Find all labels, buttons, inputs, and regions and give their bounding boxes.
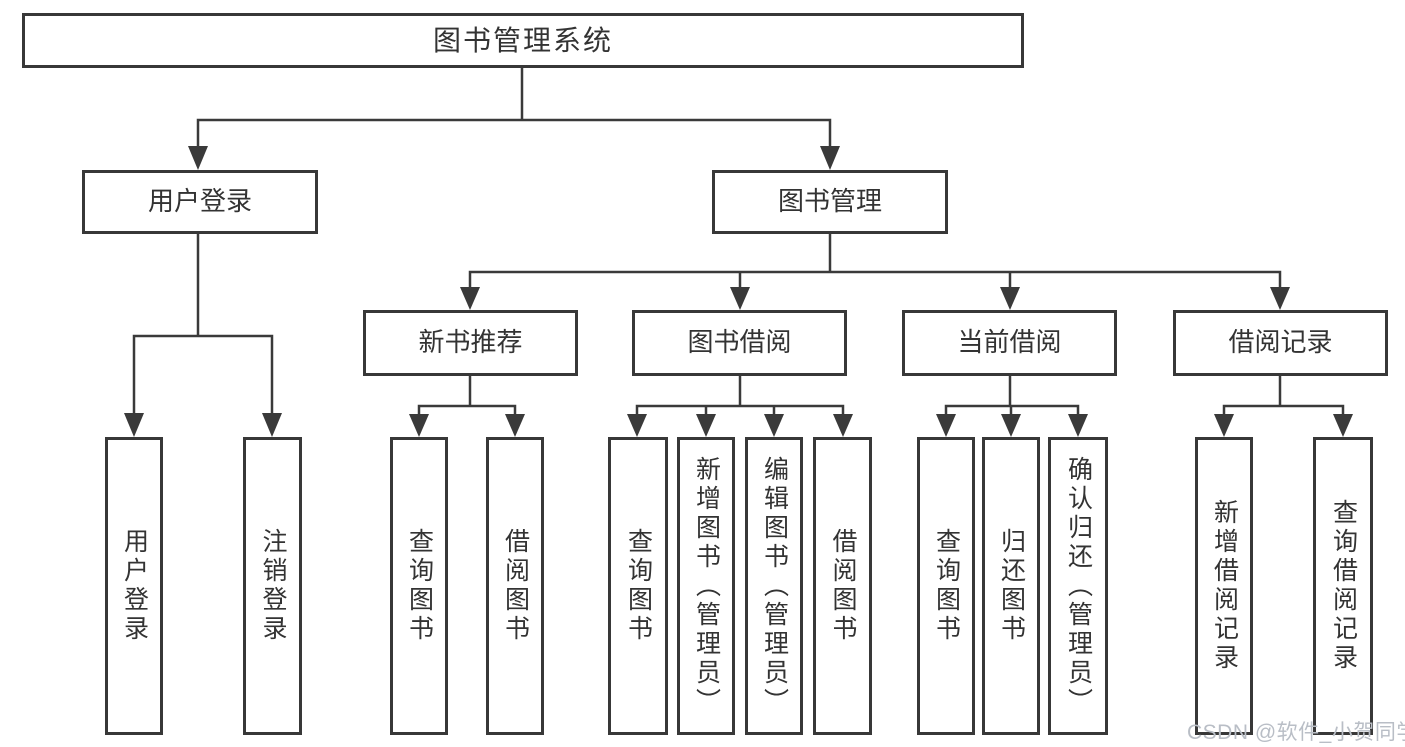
node-add-borrow-record: 新增借阅记录 — [1195, 437, 1253, 735]
node-return-books: 归还图书 — [982, 437, 1040, 735]
node-borrow-books-under-borrowing: 借阅图书 — [813, 437, 872, 735]
node-borrow-books-under-recommendation: 借阅图书 — [486, 437, 544, 735]
node-query-books-under-borrowing: 查询图书 — [608, 437, 668, 735]
node-user-login-leaf: 用户登录 — [105, 437, 163, 735]
node-borrowing-records: 借阅记录 — [1173, 310, 1388, 376]
node-query-books-under-recommendation: 查询图书 — [390, 437, 448, 735]
node-book-management: 图书管理 — [712, 170, 948, 234]
node-confirm-return-admin: 确认归还（管理员） — [1048, 437, 1108, 735]
node-current-borrowing: 当前借阅 — [902, 310, 1117, 376]
csdn-watermark: CSDN @软件_小贺同学 — [1187, 721, 1405, 744]
node-query-books-under-current: 查询图书 — [917, 437, 975, 735]
node-user-login: 用户登录 — [82, 170, 318, 234]
node-add-books-admin: 新增图书（管理员） — [677, 437, 735, 735]
node-new-book-recommendation: 新书推荐 — [363, 310, 578, 376]
node-logout-leaf: 注销登录 — [243, 437, 302, 735]
node-book-borrowing: 图书借阅 — [632, 310, 847, 376]
node-query-borrow-record: 查询借阅记录 — [1313, 437, 1373, 735]
node-edit-books-admin: 编辑图书（管理员） — [745, 437, 803, 735]
node-root-library-system: 图书管理系统 — [22, 13, 1024, 68]
